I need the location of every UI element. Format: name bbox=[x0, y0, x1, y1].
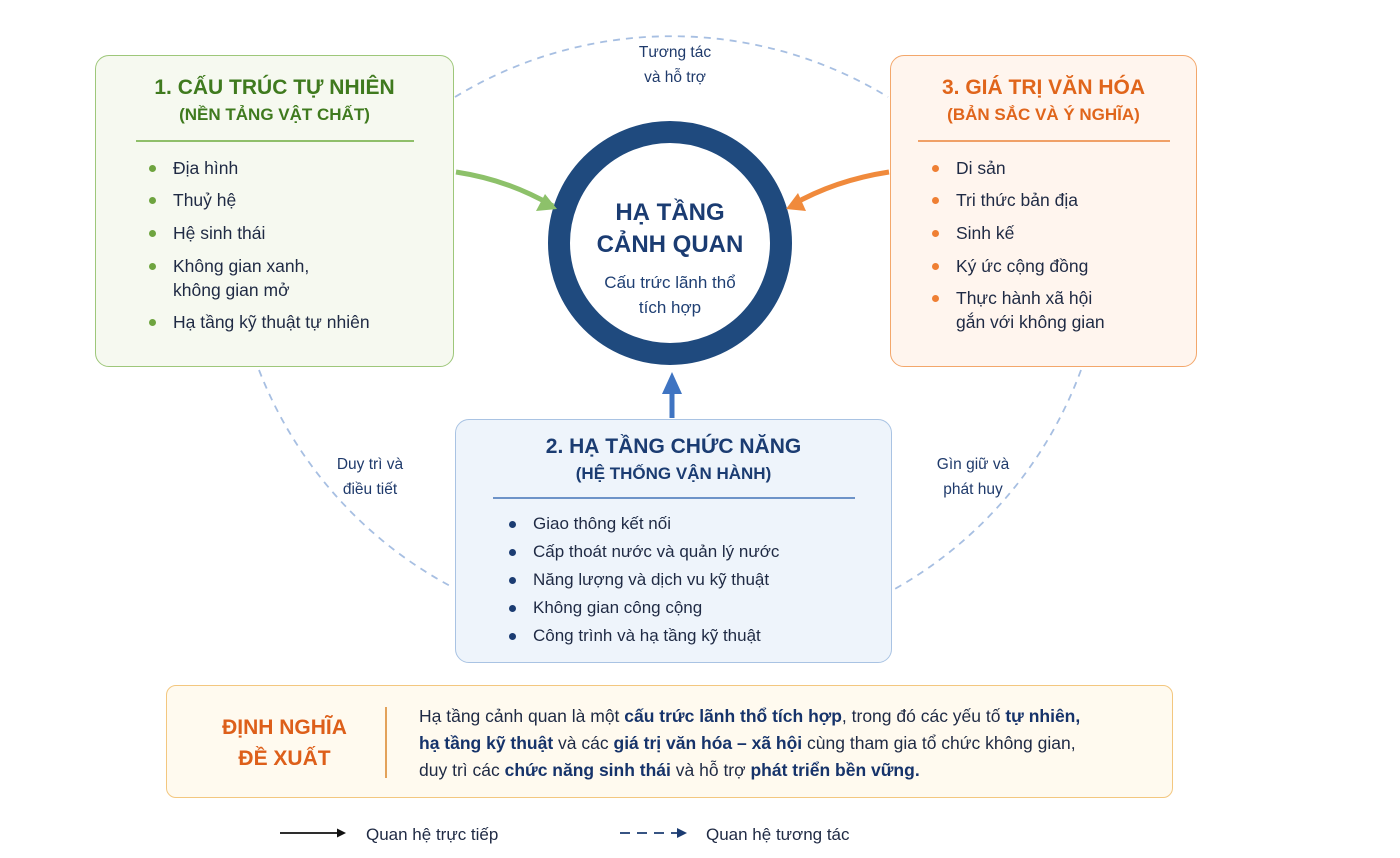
interaction-arc-top bbox=[454, 35, 889, 98]
culture-divider bbox=[917, 140, 1170, 142]
center-title: HẠ TẦNG CẢNH QUAN bbox=[596, 199, 744, 258]
center-ring bbox=[548, 121, 792, 365]
list-item: Hạ tầng kỹ thuật tự nhiên bbox=[149, 310, 453, 334]
definition-panel: ĐỊNH NGHĨA ĐỀ XUẤT Hạ tầng cảnh quan là … bbox=[166, 685, 1173, 798]
list-item: Ký ức cộng đồng bbox=[932, 254, 1196, 278]
function-list: Giao thông kết nối Cấp thoát nước và quả… bbox=[509, 512, 891, 648]
list-item: Địa hình bbox=[149, 156, 453, 180]
list-item: Giao thông kết nối bbox=[509, 512, 891, 536]
relation-label-left: Duy trì và điều tiết bbox=[336, 456, 404, 498]
list-item: Thuỷ hệ bbox=[149, 188, 453, 212]
functional-infrastructure-box: 2. HẠ TẦNG CHỨC NĂNG (HỆ THỐNG VẬN HÀNH)… bbox=[455, 419, 892, 663]
definition-keyword: phát triển bền vững. bbox=[750, 760, 920, 780]
definition-keyword: tự nhiên, bbox=[1005, 706, 1081, 726]
list-item: Không gian công cộng bbox=[509, 596, 891, 620]
culture-list: Di sản Tri thức bản địa Sinh kế Ký ức cộ… bbox=[932, 156, 1196, 335]
list-item: Hệ sinh thái bbox=[149, 221, 453, 245]
interaction-arc-right bbox=[892, 369, 1082, 591]
legend-direct-arrow bbox=[280, 828, 346, 838]
legend-interactive-label: Quan hệ tương tác bbox=[706, 825, 850, 844]
list-item: Thực hành xã hội gắn với không gian bbox=[932, 286, 1196, 334]
definition-text-run: và hỗ trợ bbox=[670, 760, 751, 780]
definition-text-run: Hạ tầng cảnh quan là một bbox=[419, 706, 625, 726]
list-item: Năng lượng và dịch vu kỹ thuật bbox=[509, 568, 891, 592]
list-item: Tri thức bản địa bbox=[932, 188, 1196, 212]
definition-title: ĐỊNH NGHĨA ĐỀ XUẤT bbox=[222, 716, 347, 770]
cultural-values-box: 3. GIÁ TRỊ VĂN HÓA (BẢN SẮC VÀ Ý NGHĨA) … bbox=[890, 55, 1197, 367]
culture-subtitle: (BẢN SẮC VÀ Ý NGHĨA) bbox=[947, 105, 1140, 124]
list-item: Công trình và hạ tầng kỹ thuật bbox=[509, 624, 891, 648]
list-item: Sinh kế bbox=[932, 221, 1196, 245]
relation-label-right: Gìn giữ và phát huy bbox=[936, 456, 1010, 498]
culture-title: 3. GIÁ TRỊ VĂN HÓA bbox=[941, 76, 1146, 99]
definition-text-run: duy trì các bbox=[419, 760, 505, 780]
definition-keyword: hạ tầng kỹ thuật bbox=[419, 733, 554, 753]
center-subtitle: Cấu trức lãnh thổ tích hợp bbox=[604, 273, 736, 317]
list-item: Di sản bbox=[932, 156, 1196, 180]
arrow-culture-to-center bbox=[790, 169, 890, 208]
natural-subtitle: (NỀN TẢNG VẬT CHẤT) bbox=[179, 105, 370, 124]
definition-keyword: chức năng sinh thái bbox=[504, 760, 671, 780]
definition-text-run: và các bbox=[553, 733, 614, 753]
arrow-natural-to-center bbox=[455, 169, 555, 209]
definition-text-run: , trong đó các yếu tố bbox=[841, 706, 1006, 726]
definition-keyword: cấu trức lãnh thổ tích hợp bbox=[624, 706, 842, 726]
definition-keyword: giá trị văn hóa – xã hội bbox=[613, 733, 803, 753]
relation-label-top: Tương tác và hỗ trợ bbox=[638, 44, 712, 86]
definition-divider bbox=[385, 707, 387, 778]
center-node: HẠ TẦNG CẢNH QUAN Cấu trức lãnh thổ tích… bbox=[570, 197, 770, 320]
legend-direct-label: Quan hệ trực tiếp bbox=[366, 825, 499, 844]
natural-divider bbox=[135, 140, 414, 142]
function-divider bbox=[492, 497, 855, 499]
natural-structure-box: 1. CẤU TRÚC TỰ NHIÊN (NỀN TẢNG VẬT CHẤT)… bbox=[95, 55, 454, 367]
definition-text: Hạ tầng cảnh quan là một cấu trức lãnh t… bbox=[419, 703, 1159, 784]
list-item: Cấp thoát nước và quản lý nước bbox=[509, 540, 891, 564]
interaction-arc-left bbox=[258, 369, 455, 589]
list-item: Không gian xanh, không gian mở bbox=[149, 254, 453, 302]
natural-list: Địa hình Thuỷ hệ Hệ sinh thái Không gian… bbox=[149, 156, 453, 335]
definition-text-run: cùng tham gia tổ chức không gian, bbox=[802, 733, 1076, 753]
function-title: 2. HẠ TẦNG CHỨC NĂNG bbox=[545, 435, 802, 458]
natural-title: 1. CẤU TRÚC TỰ NHIÊN bbox=[154, 76, 395, 99]
legend-interactive-arrow bbox=[620, 828, 687, 838]
function-subtitle: (HỆ THỐNG VẬN HÀNH) bbox=[575, 464, 772, 483]
